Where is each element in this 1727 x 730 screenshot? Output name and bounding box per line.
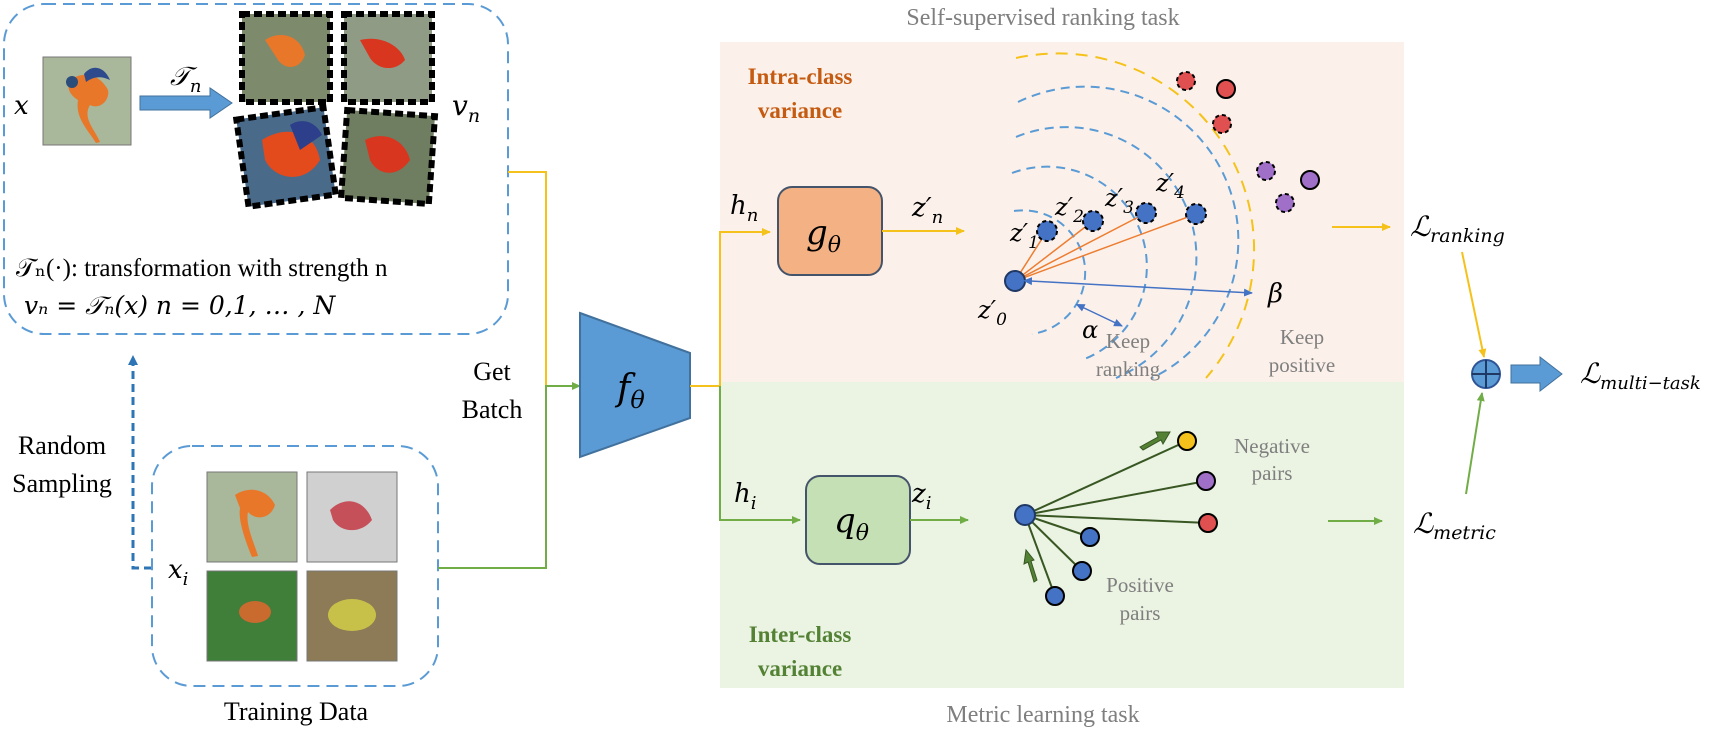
- ranking-task-title: Self-supervised ranking task: [906, 5, 1179, 31]
- v-label: vn: [452, 89, 480, 127]
- g-theta-box: [777, 186, 883, 276]
- get-batch-label-line2: Batch: [462, 395, 523, 424]
- positive-node-3: [1045, 586, 1065, 606]
- zi-label: zi: [911, 479, 931, 514]
- beta-label: β: [1267, 279, 1283, 309]
- z1-label: z′1: [1009, 219, 1039, 253]
- training-data-label: Training Data: [224, 697, 369, 726]
- x-label: x: [14, 91, 29, 121]
- z2-label: z′2: [1054, 193, 1084, 227]
- z4-label: z′4: [1155, 169, 1185, 203]
- encoder-to-ranking-line: [690, 228, 771, 387]
- encoder-f-theta: [579, 311, 691, 459]
- batch-connector-top: [508, 171, 578, 387]
- negative-node-purple: [1196, 471, 1216, 491]
- negative-pairs-line2: pairs: [1252, 461, 1293, 485]
- ranking-arcs: [1011, 52, 1256, 379]
- positive-node-2: [1072, 561, 1092, 581]
- training-images: [206, 471, 398, 662]
- inter-class-label-line2: variance: [758, 656, 842, 681]
- transform-label: 𝒯n: [170, 62, 202, 97]
- transformation-box: [3, 3, 509, 335]
- random-sampling-label-line1: Random: [18, 431, 106, 460]
- keep-ranking-line1: Keep: [1106, 329, 1150, 353]
- negative-nodes-ranking: [1176, 71, 1320, 213]
- ranking-to-sum-arrow: [1461, 251, 1487, 358]
- metric-pair-lines: [1024, 440, 1209, 597]
- negative-pairs-line1: Negative: [1234, 434, 1310, 458]
- input-bird-image: [42, 56, 132, 146]
- augmented-views: [232, 11, 439, 211]
- node-z2: [1082, 210, 1104, 232]
- zn-label: z′n: [911, 193, 943, 228]
- transform-description-line2: vₙ = 𝒯ₙ(x) n = 0,1, … , N: [24, 291, 336, 320]
- metric-task-title: Metric learning task: [946, 702, 1139, 728]
- beta-arrow: [1023, 277, 1253, 297]
- batch-connector-bottom: [438, 382, 581, 569]
- multi-task-arrow: [1510, 355, 1563, 393]
- node-z4: [1185, 203, 1207, 225]
- multi-task-loss-label: ℒmulti−task: [1580, 357, 1701, 394]
- random-sampling-arrow: [128, 355, 152, 570]
- negative-node-red: [1198, 513, 1218, 533]
- metric-to-sum-arrow: [1465, 392, 1485, 495]
- transform-arrow: [139, 87, 233, 119]
- keep-positive-line1: Keep: [1280, 325, 1324, 349]
- negative-node-yellow: [1177, 431, 1197, 451]
- q-theta-box: [805, 475, 911, 565]
- xi-label: xi: [168, 555, 188, 590]
- node-z1: [1036, 220, 1058, 242]
- random-sampling-label-line2: Sampling: [12, 469, 112, 498]
- z0-label: z′0: [977, 296, 1007, 330]
- ranking-lines: [1014, 212, 1197, 282]
- node-z0: [1004, 270, 1026, 292]
- alpha-label: α: [1082, 316, 1098, 344]
- q-theta-label: qθ: [834, 501, 869, 546]
- hn-label: hn: [730, 191, 758, 226]
- metric-loss-label: ℒmetric: [1413, 507, 1496, 544]
- g-theta-label: gθ: [806, 213, 841, 258]
- encoder-to-metric-line: [719, 386, 801, 524]
- keep-ranking-line2: ranking: [1096, 357, 1161, 381]
- intra-class-label-line1: Intra-class: [748, 64, 853, 89]
- get-batch-label-line1: Get: [473, 357, 511, 386]
- transform-description-line1: 𝒯ₙ(·): transformation with strength n: [16, 255, 388, 282]
- keep-positive-line2: positive: [1269, 353, 1336, 377]
- ranking-loss-label: ℒranking: [1410, 210, 1505, 247]
- intra-class-label-line2: variance: [758, 98, 842, 123]
- alpha-arrow: [1075, 303, 1123, 327]
- pull-arrow-icon: [1023, 548, 1038, 583]
- positive-node-1: [1080, 527, 1100, 547]
- training-data-box: [151, 445, 439, 687]
- z3-label: z′3: [1104, 184, 1134, 218]
- push-arrow-icon: [1139, 431, 1171, 451]
- sum-operator-icon: [1471, 359, 1501, 389]
- node-z3: [1135, 202, 1157, 224]
- anchor-node: [1014, 504, 1036, 526]
- inter-class-label-line1: Inter-class: [749, 622, 852, 647]
- hi-label: hi: [734, 479, 757, 514]
- positive-pairs-line2: pairs: [1120, 601, 1161, 625]
- positive-pairs-line1: Positive: [1106, 573, 1174, 597]
